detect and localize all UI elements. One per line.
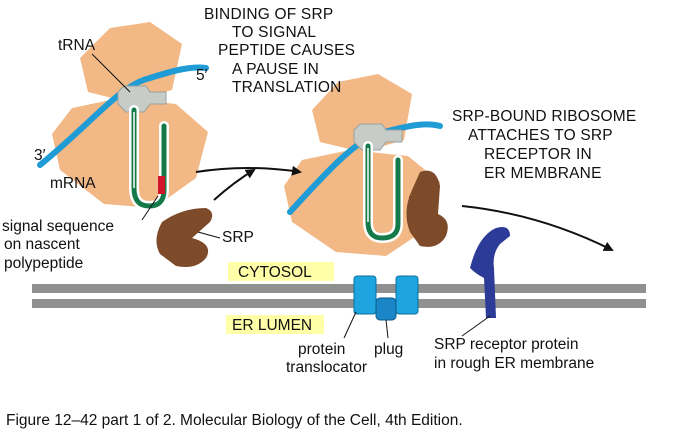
pause-caption-line-5: TRANSLATION	[232, 79, 342, 96]
trna-1	[117, 85, 167, 113]
cytosol-highlight	[228, 262, 334, 281]
leader-trna	[91, 53, 131, 93]
translocator-label-line-1: protein	[298, 341, 345, 358]
leader-srp	[197, 231, 221, 239]
er-lumen-highlight	[226, 315, 324, 334]
pause-caption-line-4: A PAUSE IN	[232, 61, 319, 78]
five-prime-label: 5′	[196, 67, 208, 84]
arrow-to-ribosome-2	[195, 165, 302, 176]
mrna-strand-1	[37, 64, 209, 168]
attach-caption-line-1: SRP-BOUND RIBOSOME	[452, 108, 636, 125]
leader-signal-sequence	[141, 195, 159, 221]
er-lumen-label: ER LUMEN	[232, 317, 312, 334]
attach-caption-line-2: ATTACHES TO SRP	[468, 127, 613, 144]
leader-translocator	[343, 311, 357, 339]
figure-caption: Figure 12–42 part 1 of 2. Molecular Biol…	[6, 412, 463, 429]
translocator-plug	[375, 297, 397, 321]
signal-sequence-1	[158, 176, 165, 194]
pause-caption-line-3: PEPTIDE CAUSES	[218, 42, 355, 59]
signal-sequence-label-line-2: on nascent	[4, 236, 81, 253]
arrow-srp-binding	[213, 168, 256, 201]
srp-particle	[156, 208, 213, 267]
attach-caption-line-4: ER MEMBRANE	[484, 165, 602, 182]
leader-receptor	[461, 315, 491, 337]
srp-label: SRP	[222, 229, 254, 246]
pause-caption-line-2: TO SIGNAL	[232, 24, 316, 41]
protein-translocator	[353, 275, 419, 315]
pause-caption-line-1: BINDING OF SRP	[204, 6, 333, 23]
srp-receptor-label-line-1: SRP receptor protein	[434, 336, 578, 353]
attach-caption-line-3: RECEPTOR IN	[484, 146, 592, 163]
three-prime-label: 3′	[34, 147, 46, 164]
trna-label: tRNA	[58, 37, 96, 54]
plug-label: plug	[374, 341, 403, 358]
arrow-to-receptor	[461, 205, 614, 251]
translocator-label-line-2: translocator	[286, 359, 367, 376]
srp-receptor-label-line-2: in rough ER membrane	[434, 355, 594, 372]
er-membrane	[32, 284, 646, 308]
signal-sequence-label-line-3: polypeptide	[4, 255, 83, 272]
nascent-polypeptide-1	[129, 105, 169, 212]
leader-plug	[385, 319, 389, 339]
srp-bound	[406, 170, 448, 247]
signal-sequence-label-line-1: signal sequence	[2, 218, 114, 235]
srp-receptor-protein	[470, 227, 510, 318]
cytosol-label: CYTOSOL	[238, 264, 312, 281]
nascent-polypeptide-2	[363, 141, 403, 244]
mrna-label: mRNA	[50, 175, 96, 192]
